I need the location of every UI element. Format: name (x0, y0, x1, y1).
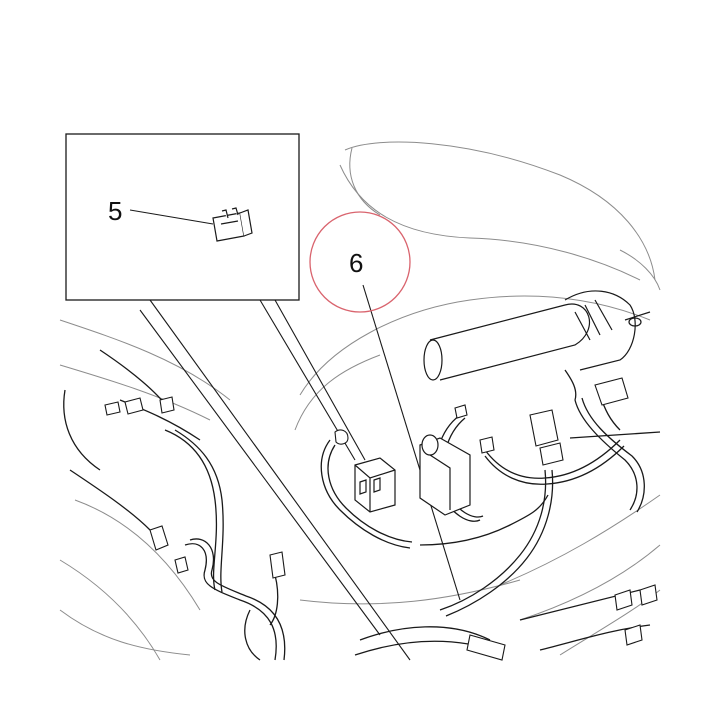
inset-leader-lines (139, 284, 461, 661)
highlight-circle (309, 211, 411, 313)
relay-connector-icon (354, 434, 471, 516)
callout-label-6: 6 (349, 248, 364, 278)
wiring-harness (63, 349, 661, 661)
inset-box (65, 133, 300, 301)
handlebar-grip (423, 290, 651, 381)
fuse-icon (212, 207, 253, 242)
connector-plug-icon (104, 377, 658, 661)
callout-label-5: 5 (108, 196, 123, 226)
leader-line-5 (129, 209, 214, 225)
